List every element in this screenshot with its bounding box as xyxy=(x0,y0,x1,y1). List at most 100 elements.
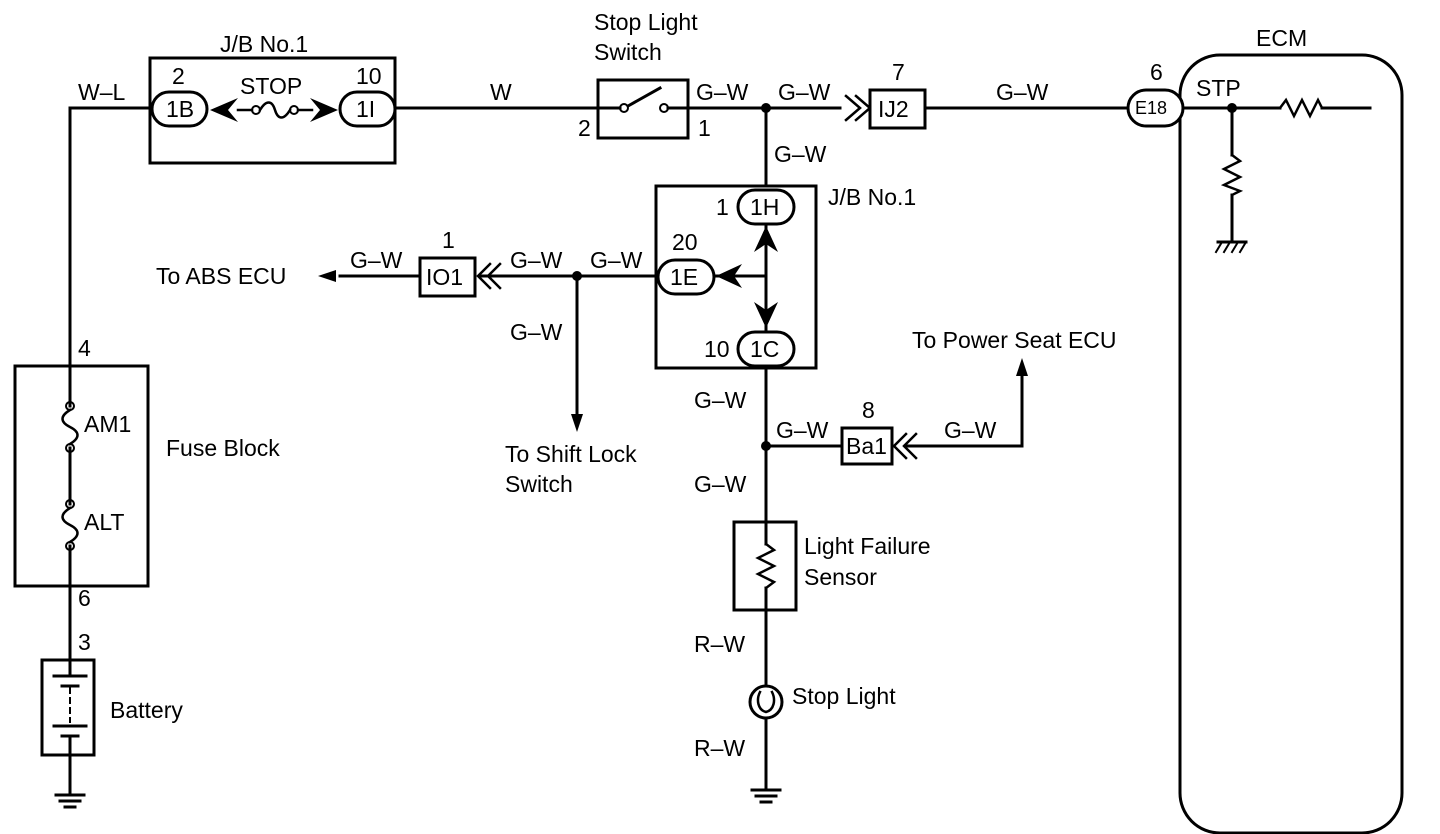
connector-e18 xyxy=(1126,88,1185,128)
fuse-am1-icon xyxy=(61,408,79,446)
ground-icon xyxy=(1214,240,1248,254)
battery-label: Battery xyxy=(110,697,183,723)
to-abs-ecu-label: To ABS ECU xyxy=(156,263,286,289)
fuse-alt-icon xyxy=(61,506,79,544)
connector-1c-label: 1C xyxy=(750,336,779,362)
abs-branch: IO1 1 To ABS ECU xyxy=(156,227,502,298)
pin-e18: 6 xyxy=(1150,59,1163,85)
pin-fuse-top: 4 xyxy=(78,335,91,361)
ground-icon xyxy=(750,788,782,804)
pin-1h: 1 xyxy=(716,194,729,220)
switch-label-1: Stop Light xyxy=(594,9,698,35)
chevron-icon xyxy=(210,98,238,122)
junction-dot xyxy=(761,441,771,451)
pin-1c: 10 xyxy=(704,336,730,362)
wire-label: G–W xyxy=(694,471,747,497)
am1-label: AM1 xyxy=(84,411,131,437)
light-failure-label-1: Light Failure xyxy=(804,533,931,559)
connector-e18-label: E18 xyxy=(1135,98,1167,118)
wire-label: R–W xyxy=(694,735,745,761)
junction-dot xyxy=(1227,103,1237,113)
pin-ij2: 7 xyxy=(892,59,905,85)
resistor-icon xyxy=(1220,153,1244,197)
wire-label: G–W xyxy=(996,79,1049,105)
connector-1c xyxy=(736,330,796,368)
alt-label: ALT xyxy=(84,509,124,535)
switch-label-2: Switch xyxy=(594,39,662,65)
pin-switch-in: 2 xyxy=(578,115,591,141)
wire-label: G–W xyxy=(510,247,563,273)
pin-fuse-bottom: 6 xyxy=(78,585,91,611)
wire-w-l xyxy=(68,106,152,362)
wire-label: G–W xyxy=(694,387,747,413)
battery: 3 Battery xyxy=(40,629,183,757)
jb1-top-box: J/B No.1 1B 2 1I 10 STOP xyxy=(148,31,397,165)
connector-1b-label: 1B xyxy=(166,96,194,122)
to-shift-lock-label-1: To Shift Lock xyxy=(505,441,637,467)
chevron-icon xyxy=(754,226,778,252)
wire-label: G–W xyxy=(774,141,827,167)
pin-1e: 20 xyxy=(672,229,698,255)
stop-light-label: Stop Light xyxy=(792,683,896,709)
connector-ij2-label: IJ2 xyxy=(878,96,909,122)
wire-label: G–W xyxy=(350,247,403,273)
wire-gw-power-seat xyxy=(903,368,1024,448)
light-failure-label-2: Sensor xyxy=(804,564,877,590)
connector-1b xyxy=(150,90,209,128)
connector-io1-label: IO1 xyxy=(426,264,463,290)
chevron-icon xyxy=(892,432,918,460)
connector-1i xyxy=(338,90,397,128)
connector-ba1-label: Ba1 xyxy=(846,433,887,459)
stop-light-switch: Stop Light Switch 2 1 xyxy=(578,9,711,141)
arrow-down-icon xyxy=(571,414,583,432)
wire-label: G–W xyxy=(590,247,643,273)
ground-icon xyxy=(54,793,86,809)
jb1-mid-box: J/B No.1 1H 1 1E 20 1C 10 xyxy=(654,184,916,370)
stp-label: STP xyxy=(1196,75,1241,101)
arrow-left-icon xyxy=(318,270,336,282)
switch-contact-icon xyxy=(625,85,663,109)
wire-label: G–W xyxy=(778,79,831,105)
pin-io1: 1 xyxy=(442,227,455,253)
stop-fuse-label: STOP xyxy=(240,73,302,99)
fuse-block-label: Fuse Block xyxy=(166,435,280,461)
pin-switch-out: 1 xyxy=(698,115,711,141)
arrow-up-icon xyxy=(1016,358,1028,376)
pin-ba1: 8 xyxy=(862,397,875,423)
wire-label: G–W xyxy=(696,79,749,105)
connector-1e xyxy=(656,258,716,296)
connector-ij2: IJ2 7 xyxy=(844,59,927,130)
jb1-mid-label: J/B No.1 xyxy=(828,184,916,210)
pin-1i: 10 xyxy=(356,63,382,89)
junction-dot xyxy=(572,271,582,281)
connector-1i-label: 1I xyxy=(356,96,375,122)
to-shift-lock-label-2: Switch xyxy=(505,471,573,497)
wire-label: G–W xyxy=(776,417,829,443)
resistor-icon xyxy=(755,542,777,590)
fuse-icon xyxy=(258,101,292,119)
connector-1h xyxy=(736,188,796,226)
to-power-seat-ecu-label: To Power Seat ECU xyxy=(912,327,1117,353)
connector-ba1: Ba1 8 xyxy=(840,397,918,466)
connector-1h-label: 1H xyxy=(750,194,779,220)
chevron-icon xyxy=(716,264,742,288)
wire-label: R–W xyxy=(694,631,745,657)
wire-label: W xyxy=(490,79,512,105)
wire-label: G–W xyxy=(510,319,563,345)
ecm-box: ECM E18 6 STP xyxy=(1126,25,1404,834)
connector-io1 xyxy=(418,256,477,298)
jb1-top-label: J/B No.1 xyxy=(220,31,308,57)
wire-label: W–L xyxy=(78,79,126,105)
chevron-icon xyxy=(476,262,502,290)
resistor-icon xyxy=(1278,97,1324,119)
bulb-icon xyxy=(748,684,784,720)
stop-light-bulb: Stop Light xyxy=(748,683,896,720)
chevron-icon xyxy=(310,98,338,122)
chevron-icon xyxy=(754,302,778,328)
fuse-block: 4 6 AM1 ALT Fuse Block xyxy=(13,335,280,611)
connector-1e-label: 1E xyxy=(670,264,698,290)
pin-battery: 3 xyxy=(78,629,91,655)
ecm-label: ECM xyxy=(1256,25,1307,51)
junction-dot xyxy=(761,103,771,113)
